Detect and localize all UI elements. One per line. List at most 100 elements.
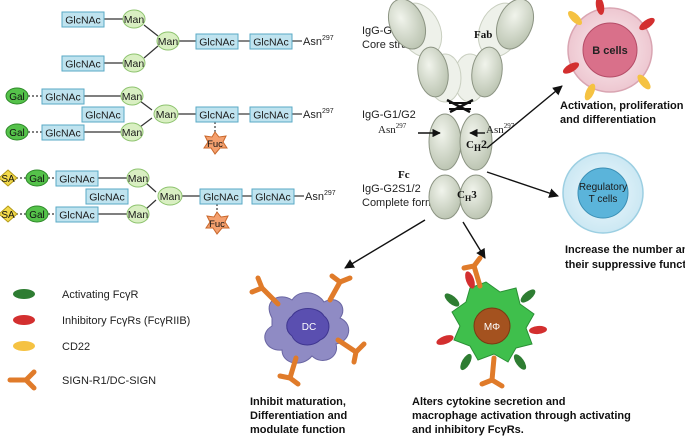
macrophage-effect-line3: and inhibitory FcγRs. <box>412 424 524 436</box>
svg-text:Man: Man <box>124 58 145 70</box>
bcell-effect-line2: and differentiation <box>560 114 656 126</box>
glcnac-node: GlcNAc <box>55 206 99 223</box>
inhibitory-receptor <box>562 62 580 74</box>
macrophage-effect-line2: macrophage activation through activating <box>412 410 631 422</box>
man-node: Man <box>120 122 144 142</box>
man-node: Man <box>157 186 183 206</box>
svg-text:GlcNAc: GlcNAc <box>199 37 235 49</box>
asn-label: Asn297 <box>305 190 336 203</box>
svg-text:GlcNAc: GlcNAc <box>255 192 291 204</box>
svg-text:Man: Man <box>128 209 149 221</box>
svg-text:GlcNAc: GlcNAc <box>65 15 101 27</box>
man-node: Man <box>122 9 146 29</box>
glcnac-node: GlcNAc <box>41 88 85 105</box>
svg-text:GlcNAc: GlcNAc <box>85 110 121 122</box>
inhibitory-receptor <box>595 0 605 15</box>
svg-text:Gal: Gal <box>9 92 25 103</box>
inhibitory-receptor <box>639 17 655 31</box>
man-node: Man <box>126 204 150 224</box>
structure-name: IgG-G1/G2 <box>362 109 416 121</box>
arrow-to-macrophage <box>462 221 486 259</box>
treg-effect-line1: Increase the number and <box>565 244 685 256</box>
dc-effect-line1: Inhibit maturation, <box>250 396 346 408</box>
arrow-to-bcells <box>486 85 563 149</box>
structure-name: IgG-G2S1/2 <box>362 183 421 195</box>
asn297-left-label: Asn297 <box>378 122 407 136</box>
fuc-node: Fuc <box>203 131 228 155</box>
svg-text:Man: Man <box>156 109 177 121</box>
svg-text:GlcNAc: GlcNAc <box>253 37 289 49</box>
legend-label: SIGN-R1/DC-SIGN <box>62 375 156 387</box>
svg-text:Fuc: Fuc <box>209 219 225 230</box>
igg-antibody: Fab Fc CH2 CH3 Asn297 Asn297 <box>378 0 535 220</box>
glcnac-node: GlcNAc <box>249 33 293 50</box>
bcell-effect-line1: Activation, proliferation <box>560 100 684 112</box>
man-node: Man <box>156 31 180 51</box>
asn-label: Asn297 <box>303 108 334 121</box>
man-node: Man <box>153 104 179 124</box>
dc-effect-line3: modulate function <box>250 424 346 436</box>
glcnac-node: GlcNAc <box>61 55 105 72</box>
svg-text:Man: Man <box>160 191 181 203</box>
dendritic-cell: DC Inhibit maturation, Differentiation a… <box>249 273 367 436</box>
sa-node: SA <box>0 205 18 223</box>
svg-text:Gal: Gal <box>29 210 45 221</box>
svg-text:Gal: Gal <box>9 128 25 139</box>
legend-label: Inhibitory FcγRs (FcγRIIB) <box>62 315 190 327</box>
glcnac-node: GlcNAc <box>85 188 129 205</box>
legend-swatch-inhibitory <box>13 315 35 325</box>
ch3-label: CH3 <box>457 189 477 203</box>
svg-text:GlcNAc: GlcNAc <box>59 210 95 222</box>
cd22-receptor <box>637 74 651 90</box>
legend-label: CD22 <box>62 341 90 353</box>
bcell-label: B cells <box>592 45 627 57</box>
glcnac-node: GlcNAc <box>195 33 239 50</box>
svg-text:Man: Man <box>128 173 149 185</box>
svg-text:Man: Man <box>122 127 143 139</box>
macrophage: MΦ Alters cytokine secretion and macroph… <box>412 255 631 436</box>
svg-text:Man: Man <box>158 36 179 48</box>
asn297-right-label: Asn297 <box>486 122 515 136</box>
macrophage-label: MΦ <box>484 322 500 333</box>
arrow-to-dc <box>344 219 426 269</box>
svg-text:GlcNAc: GlcNAc <box>45 128 81 140</box>
ch2-label: CH2 <box>466 137 487 153</box>
svg-text:GlcNAc: GlcNAc <box>203 192 239 204</box>
gal-node: Gal <box>5 87 29 105</box>
svg-text:GlcNAc: GlcNAc <box>65 59 101 71</box>
glcnac-node: GlcNAc <box>61 11 105 28</box>
legend-swatch-activating <box>13 289 35 299</box>
svg-text:Man: Man <box>122 91 143 103</box>
gal-node: Gal <box>5 123 29 141</box>
man-node: Man <box>120 86 144 106</box>
glcnac-node: GlcNAc <box>195 106 239 123</box>
asn-label: Asn297 <box>303 35 334 48</box>
legend-swatch-cd22 <box>13 341 35 351</box>
treg-label-line2: T cells <box>589 194 618 205</box>
legend-swatch-sign <box>7 369 37 391</box>
dc-label: DC <box>302 322 316 333</box>
fuc-node: Fuc <box>205 211 230 235</box>
structure-name: IgG-G0 <box>362 25 398 37</box>
glcnac-node: GlcNAc <box>249 106 293 123</box>
svg-text:GlcNAc: GlcNAc <box>253 110 289 122</box>
glycan-structure-g0: GlcNAc GlcNAc Man Man Man GlcNAc GlcNAc … <box>61 9 432 73</box>
svg-text:GlcNAc: GlcNAc <box>89 192 125 204</box>
structure-desc: Complete form <box>362 197 434 209</box>
sign-receptors <box>249 273 367 387</box>
fab-label: Fab <box>474 29 492 41</box>
man-node: Man <box>126 168 150 188</box>
svg-text:SA: SA <box>1 210 15 221</box>
treg-effect-line2: their suppressive function <box>565 259 685 271</box>
glcnac-node: GlcNAc <box>81 106 125 123</box>
cd22-receptor <box>584 83 596 101</box>
glcnac-node: GlcNAc <box>251 188 295 205</box>
glycan-structure-g1-g2: Gal Gal GlcNAc GlcNAc Man Man GlcNAc Man… <box>5 86 416 155</box>
svg-text:GlcNAc: GlcNAc <box>199 110 235 122</box>
man-node: Man <box>122 53 146 73</box>
dc-effect-line2: Differentiation and <box>250 410 347 422</box>
svg-text:GlcNAc: GlcNAc <box>59 174 95 186</box>
svg-text:SA: SA <box>1 174 15 185</box>
